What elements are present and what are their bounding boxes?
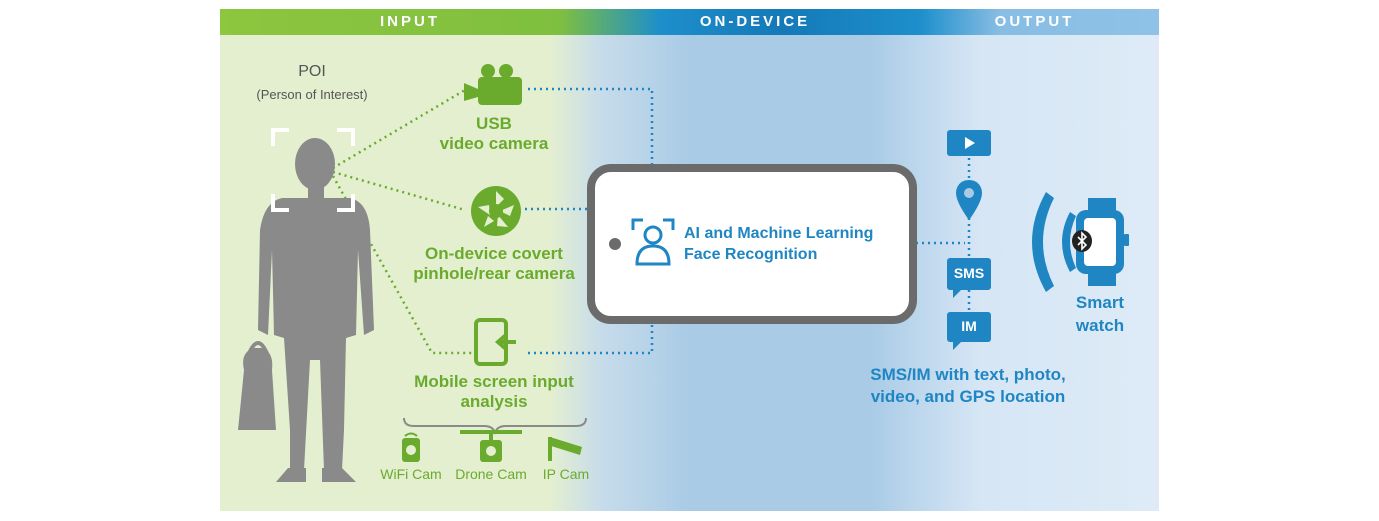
- drone-cam-icon: [460, 430, 522, 462]
- output-desc-line2: video, and GPS location: [870, 387, 1066, 406]
- location-pin-icon: [956, 180, 982, 220]
- mobile-device: [587, 164, 917, 324]
- camera-shutter-icon: [471, 186, 521, 236]
- ip-cam-label: IP Cam: [542, 466, 590, 482]
- screen-input-label-line2: analysis: [460, 392, 528, 411]
- bluetooth-icon: [1072, 230, 1092, 252]
- device-label-line1: AI and Machine Learning: [684, 225, 874, 242]
- wireless-signal-icon: [1032, 192, 1076, 292]
- header-output-label: OUTPUT: [994, 13, 1075, 30]
- mobile-input-icon: [474, 318, 516, 366]
- wifi-cam-label: WiFi Cam: [380, 466, 442, 482]
- usb-camera-label-line1: USB: [476, 114, 512, 133]
- device-label-line2: Face Recognition: [684, 246, 818, 263]
- wifi-cam-icon: [402, 432, 420, 462]
- watch-label-line2: watch: [1075, 316, 1125, 335]
- person-silhouette-icon: [238, 138, 374, 482]
- device-camera-dot: [609, 238, 621, 250]
- header-input-label: INPUT: [380, 13, 440, 30]
- header-bar: [220, 9, 1159, 35]
- connector-poi-usb: [332, 88, 466, 170]
- video-camera-icon: [464, 64, 522, 105]
- header-on-device-label: ON-DEVICE: [699, 13, 811, 30]
- drone-cam-label: Drone Cam: [455, 466, 527, 482]
- usb-camera-label-line2: video camera: [439, 134, 549, 153]
- connector-poi-covert: [332, 170, 466, 212]
- face-recognition-icon: [631, 218, 675, 266]
- screen-input-label-line1: Mobile screen input: [414, 372, 574, 391]
- covert-camera-label-line2: pinhole/rear camera: [413, 264, 575, 283]
- im-label: IM: [961, 318, 977, 334]
- poi-subtitle: (Person of Interest): [256, 87, 368, 102]
- watch-label-line1: Smart: [1075, 293, 1125, 312]
- im-bubble-icon: [947, 312, 991, 350]
- sms-label: SMS: [953, 265, 985, 281]
- play-icon: [947, 130, 991, 156]
- sms-bubble-icon: [947, 258, 991, 298]
- ip-cam-icon: [548, 437, 582, 461]
- covert-camera-label-line1: On-device covert: [425, 244, 563, 263]
- face-detect-brackets-icon: [271, 128, 355, 212]
- poi-title: POI: [298, 63, 326, 80]
- smart-watch-icon: [1076, 198, 1129, 286]
- output-desc-line1: SMS/IM with text, photo,: [870, 365, 1066, 384]
